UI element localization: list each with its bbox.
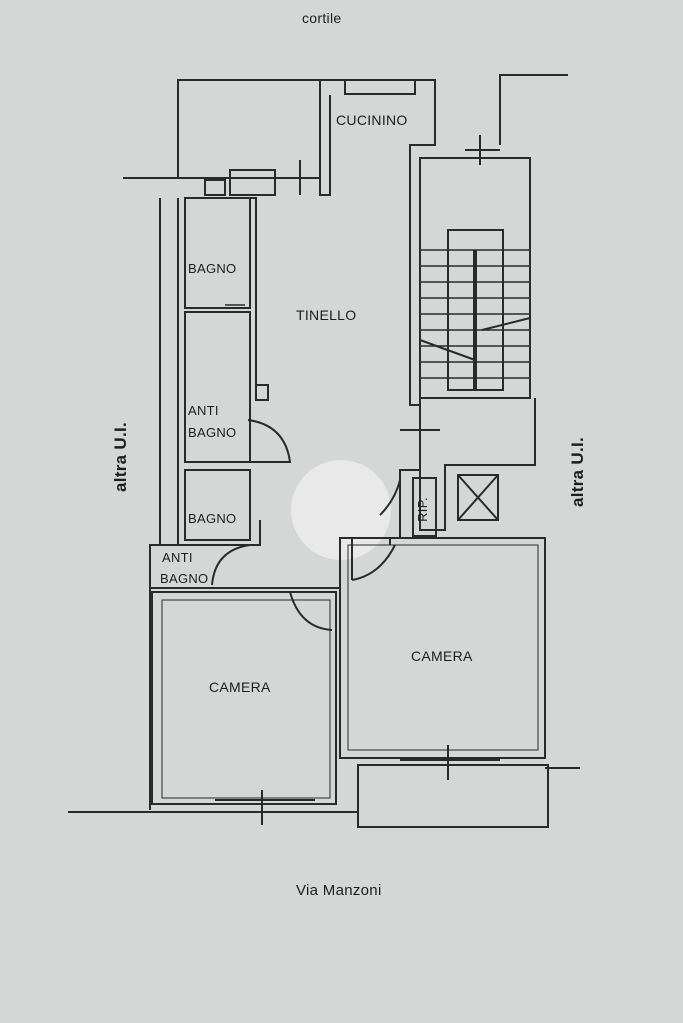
antibagno-2-walls	[150, 520, 340, 589]
courtyard-label: cortile	[302, 10, 342, 26]
radiator-marks	[190, 304, 245, 541]
tinello-top-walls	[204, 160, 310, 196]
room-label-antibagno-1-line2: BAGNO	[188, 425, 237, 440]
rip-door	[379, 479, 401, 516]
stairwell	[419, 157, 531, 399]
window-marks	[215, 745, 580, 825]
room-label-bagno-2: BAGNO	[188, 511, 237, 526]
street-label: Via Manzoni	[296, 882, 382, 899]
room-label-camera-left: CAMERA	[209, 679, 271, 695]
room-label-antibagno-2-line2: BAGNO	[160, 571, 209, 586]
bagno-1	[184, 197, 251, 309]
stair-arrow	[419, 317, 531, 361]
kitchen-window	[344, 79, 416, 95]
balcony	[357, 764, 549, 828]
room-label-antibagno-1-line1: ANTI	[188, 403, 219, 418]
door-marks	[400, 135, 500, 440]
camera-right-inner	[347, 544, 539, 751]
bagno-2	[184, 469, 251, 541]
camera-door-arc	[289, 591, 333, 631]
landing-walls	[419, 398, 536, 531]
lift-shaft	[457, 474, 499, 521]
room-label-bagno-1: BAGNO	[188, 261, 237, 276]
antibagno-2-door	[211, 544, 251, 586]
antibagno-1	[184, 311, 251, 463]
antibagno-1-door	[247, 419, 292, 463]
kitchen-wall	[319, 80, 331, 196]
courtyard-wall	[177, 79, 436, 406]
camera-left-inner	[161, 599, 331, 799]
room-label-tinello: TINELLO	[296, 307, 357, 323]
room-label-ripostiglio: RIP.	[414, 497, 430, 522]
camera-right	[339, 537, 546, 759]
ripostiglio	[412, 477, 437, 537]
room-label-cucinino: CUCININO	[336, 112, 408, 128]
room-label-camera-right: CAMERA	[411, 648, 473, 664]
lift-cross	[457, 474, 499, 521]
camera-right-door-arc	[351, 544, 396, 581]
camera-left	[151, 591, 337, 805]
left-neighbor-label: altra U.I.	[111, 421, 131, 493]
room-label-antibagno-2-line1: ANTI	[162, 550, 193, 565]
right-neighbor-label: altra U.I.	[568, 436, 588, 508]
tinello-right-wall	[340, 469, 420, 580]
bathroom-column	[250, 197, 269, 401]
right-top-boundary	[499, 74, 568, 145]
